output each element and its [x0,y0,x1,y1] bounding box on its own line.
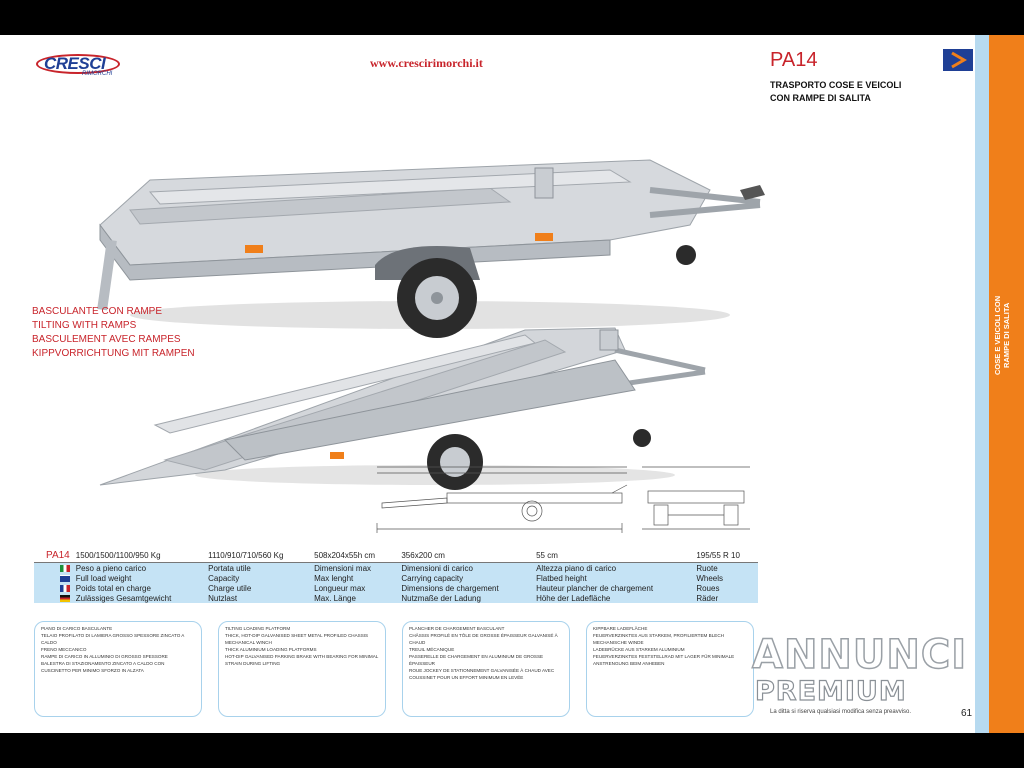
italy-flag-icon [34,562,73,573]
feature-box-en: TILTING LOADING PLATFORM THICK, HOT-DIP … [218,621,386,717]
model-title: PA14 [770,49,818,71]
spec-cell: Longueur max [311,583,399,593]
feature-box-fr: PLANCHER DE CHARGEMENT BASCULANT CHÂSSIS… [402,621,570,717]
trailer-photo-flat [97,159,765,338]
side-tab-label: COSE E VEICOLI CON RAMPE DI SALITA [993,295,1011,375]
uk-flag-icon [34,573,73,583]
spec-cell: Max lenght [311,573,399,583]
germany-flag-icon [34,593,73,603]
spec-value: 356x200 cm [398,548,534,563]
spec-model-code: PA14 [34,548,73,563]
spec-cell: Flatbed height [533,573,694,583]
website-link[interactable]: www.crescirimorchi.it [370,56,483,70]
spec-cell: Nutzmaße der Ladung [398,593,534,603]
feature-box-it: PIANO DI CARICO BASCULANTE TELAIO PROFIL… [34,621,202,717]
spec-cell: Dimensioni max [311,562,399,573]
spec-value: 1500/1500/1100/950 Kg [72,548,206,563]
spec-cell: Hauteur plancher de chargement [533,583,694,593]
spec-value: 55 cm [533,548,694,563]
cresci-logo: CRESCI RIMORCHI [36,52,122,78]
next-arrow-icon[interactable] [943,49,973,71]
spec-cell: Dimensions de chargement [398,583,534,593]
side-tab [989,35,1024,733]
spec-cell: Räder [693,593,758,603]
trailer-photo-tilted [99,327,706,490]
front-view-drawing [642,466,750,530]
spec-cell: Max. Länge [311,593,399,603]
spec-cell: Höhe der Ladefläche [533,593,694,603]
feature-box-de: KIPPBARE LADEFLÄCHE FEUERVERZINKTES AUS … [586,621,754,717]
catalog-page: CRESCI RIMORCHI www.crescirimorchi.it PA… [0,35,1024,733]
spec-cell: Roues [693,583,758,593]
model-subtitle: TRASPORTO COSE E VEICOLI CON RAMPE DI SA… [770,80,902,103]
logo-subtitle: RIMORCHI [82,71,113,77]
france-flag-icon [34,583,73,593]
spec-cell: Dimensioni di carico [398,562,534,573]
spec-cell: Ruote [693,562,758,573]
spec-cell: Carrying capacity [398,573,534,583]
spec-cell: Poids total en charge [72,583,206,593]
spec-table: PA14 1500/1500/1100/950 Kg 1110/910/710/… [34,548,758,603]
watermark-premium: PREMIUM [754,675,907,707]
spec-value: 1110/910/710/560 Kg [205,548,312,563]
watermark-annunci: ANNUNCI [751,631,968,679]
spec-cell: Zulässiges Gesamtgewicht [72,593,206,603]
spec-cell: Wheels [693,573,758,583]
side-view-drawing [376,466,628,533]
spec-value: 195/55 R 10 [693,548,758,563]
footnote: La ditta si riserva qualsiasi modifica s… [770,709,912,715]
page-number: 61 [961,708,973,719]
tilting-caption: BASCULANTE CON RAMPE TILTING WITH RAMPS … [32,306,195,359]
spec-cell: Portata utile [205,562,312,573]
spec-header-row: PA14 1500/1500/1100/950 Kg 1110/910/710/… [34,548,758,563]
side-band [975,35,989,733]
spec-cell: Capacity [205,573,312,583]
spec-cell: Charge utile [205,583,312,593]
spec-cell: Peso a pieno carico [72,562,206,573]
spec-row-de: Zulässiges Gesamtgewicht Nutzlast Max. L… [34,593,758,603]
spec-row-en: Full load weight Capacity Max lenght Car… [34,573,758,583]
spec-row-fr: Poids total en charge Charge utile Longu… [34,583,758,593]
spec-cell: Full load weight [72,573,206,583]
spec-value: 508x204x55h cm [311,548,399,563]
logo-wordmark: CRESCI [44,54,106,73]
spec-cell: Altezza piano di carico [533,562,694,573]
spec-cell: Nutzlast [205,593,312,603]
spec-row-it: Peso a pieno carico Portata utile Dimens… [34,562,758,573]
